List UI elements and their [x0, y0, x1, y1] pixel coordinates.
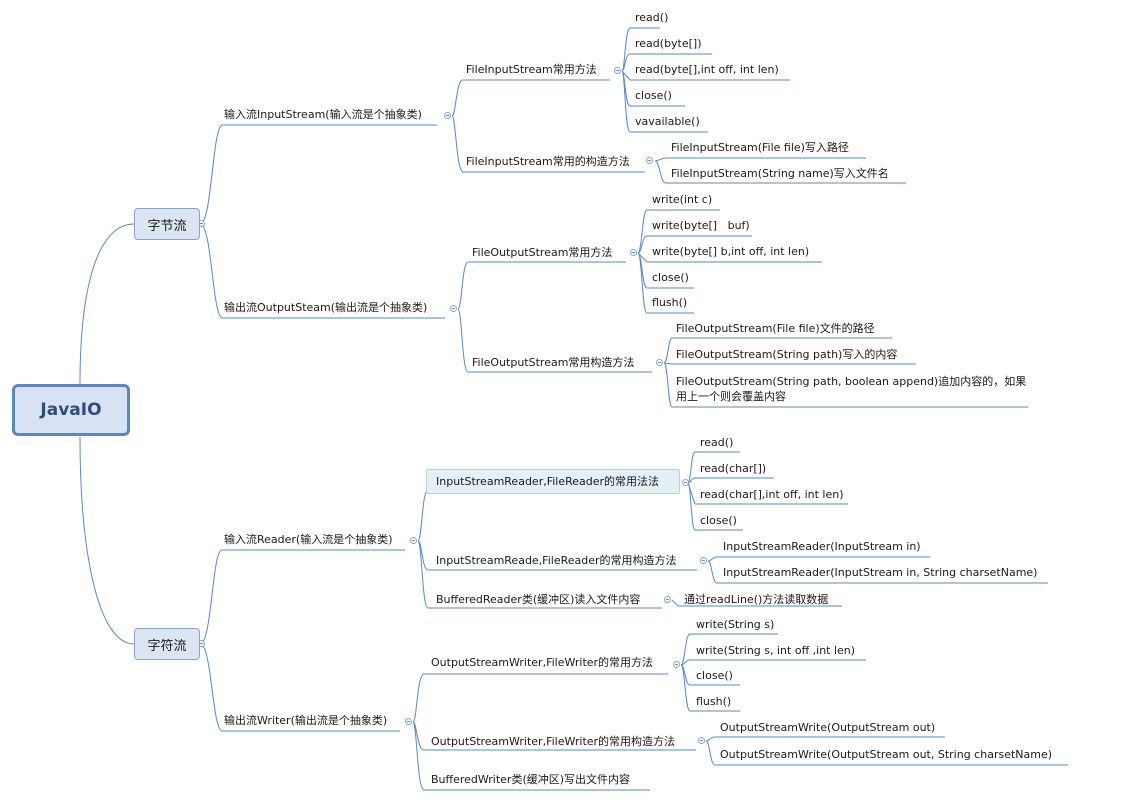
leaf-constructor[interactable]: FileInputStream(String name)写入文件名: [671, 167, 889, 180]
collapse-toggle-icon[interactable]: [444, 112, 451, 119]
leaf-constructor[interactable]: InputStreamReader(InputStream in): [723, 540, 921, 553]
selected-topic-highlight: [426, 469, 680, 494]
topic-writer-methods[interactable]: OutputStreamWriter,FileWriter的常用方法: [431, 656, 654, 669]
collapse-toggle-icon[interactable]: [700, 557, 707, 564]
topic-writer-constructors[interactable]: OutputStreamWriter,FileWriter的常用构造方法: [431, 735, 676, 748]
leaf-method[interactable]: write(byte[] buf): [652, 219, 750, 232]
collapse-toggle-icon[interactable]: [630, 249, 637, 256]
collapse-toggle-icon[interactable]: [698, 737, 705, 744]
collapse-toggle-icon[interactable]: [646, 157, 653, 164]
leaf-constructor[interactable]: InputStreamReader(InputStream in, String…: [723, 566, 1038, 579]
leaf-method[interactable]: close(): [700, 514, 737, 527]
leaf-method[interactable]: close(): [696, 669, 733, 682]
leaf-method[interactable]: read(char[]): [700, 462, 767, 475]
topic-file-output-constructors[interactable]: FileOutputStream常用构造方法: [472, 356, 635, 369]
leaf-constructor[interactable]: FileOutputStream(File file)文件的路径: [676, 322, 875, 335]
leaf-method[interactable]: read(byte[]): [635, 37, 702, 50]
leaf-method[interactable]: close(): [652, 271, 689, 284]
branch-char-stream[interactable]: 字符流: [134, 628, 200, 660]
branch-label: 字节流: [147, 218, 187, 234]
leaf-method[interactable]: read(): [635, 11, 669, 24]
leaf-method[interactable]: write(byte[] b,int off, int len): [652, 245, 810, 258]
collapse-toggle-icon[interactable]: [682, 479, 689, 486]
topic-reader-constructors[interactable]: InputStreamReade,FileReader的常用构造方法: [436, 554, 677, 567]
leaf-method[interactable]: write(String s, int off ,int len): [696, 644, 856, 657]
leaf-method[interactable]: write(String s): [696, 618, 775, 631]
branch-byte-stream[interactable]: 字节流: [134, 208, 200, 240]
collapse-toggle-icon[interactable]: [664, 596, 671, 603]
branch-label: 字符流: [147, 638, 187, 654]
topic-buffered-writer[interactable]: BufferedWriter类(缓冲区)写出文件内容: [431, 773, 631, 786]
topic-buffered-reader[interactable]: BufferedReader类(缓冲区)读入文件内容: [436, 593, 641, 606]
leaf-readline[interactable]: 通过readLine()方法读取数据: [684, 593, 829, 606]
collapse-toggle-icon[interactable]: [410, 537, 417, 544]
topic-file-input-methods[interactable]: FileInputStream常用方法: [466, 63, 597, 76]
root-topic[interactable]: JavaIO: [12, 384, 130, 436]
leaf-method[interactable]: flush(): [696, 695, 732, 708]
collapse-toggle-icon[interactable]: [614, 67, 621, 74]
leaf-constructor[interactable]: OutputStreamWrite(OutputStream out): [720, 721, 936, 734]
topic-output-stream[interactable]: 输出流OutputSteam(输出流是个抽象类): [224, 301, 428, 314]
leaf-method[interactable]: read(): [700, 436, 734, 449]
collapse-toggle-icon[interactable]: [673, 661, 680, 668]
leaf-method[interactable]: read(char[],int off, int len): [700, 488, 844, 501]
leaf-constructor[interactable]: FileOutputStream(String path, boolean ap…: [676, 375, 1027, 403]
collapse-toggle-icon[interactable]: [450, 305, 457, 312]
leaf-constructor[interactable]: FileInputStream(File file)写入路径: [671, 141, 849, 154]
topic-reader[interactable]: 输入流Reader(输入流是个抽象类): [224, 533, 393, 546]
topic-file-input-constructors[interactable]: FileInputStream常用的构造方法: [466, 155, 630, 168]
topic-input-stream[interactable]: 输入流InputStream(输入流是个抽象类): [224, 108, 422, 121]
topic-reader-methods[interactable]: InputStreamReader,FileReader的常用法法: [436, 475, 660, 488]
collapse-toggle-icon[interactable]: [656, 359, 663, 366]
topic-file-output-methods[interactable]: FileOutputStream常用方法: [472, 246, 613, 259]
leaf-constructor[interactable]: OutputStreamWrite(OutputStream out, Stri…: [720, 748, 1053, 761]
leaf-method[interactable]: write(int c): [652, 193, 713, 206]
leaf-method[interactable]: vavailable(): [635, 115, 700, 128]
leaf-method[interactable]: flush(): [652, 296, 688, 309]
leaf-constructor[interactable]: FileOutputStream(String path)写入的内容: [676, 348, 898, 361]
leaf-method[interactable]: close(): [635, 89, 672, 102]
leaf-method[interactable]: read(byte[],int off, int len): [635, 63, 779, 76]
root-topic-label: JavaIO: [40, 400, 102, 420]
topic-writer[interactable]: 输出流Writer(输出流是个抽象类): [224, 714, 388, 727]
collapse-toggle-icon[interactable]: [405, 718, 412, 725]
